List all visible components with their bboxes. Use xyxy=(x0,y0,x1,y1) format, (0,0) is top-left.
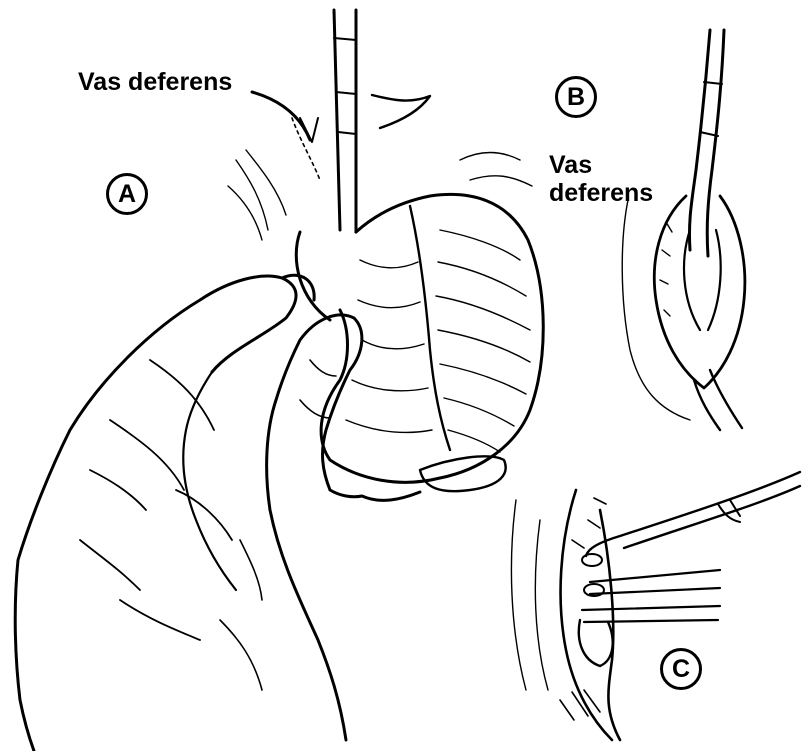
panel-a-figure xyxy=(15,10,543,751)
panel-b-letter: B xyxy=(566,82,586,111)
panel-c-figure xyxy=(511,472,800,740)
vas-deferens-label-b: Vas deferens xyxy=(549,151,654,208)
vas-deferens-tube-a xyxy=(334,10,356,232)
panel-a-badge: A xyxy=(106,173,148,215)
incision-c xyxy=(561,490,620,740)
hand-outline xyxy=(15,275,420,751)
panel-b-badge: B xyxy=(555,76,597,118)
forceps-upper xyxy=(586,472,800,556)
testis-lower xyxy=(420,456,506,491)
panel-c-badge: C xyxy=(660,648,702,690)
vas-deferens-label-a: Vas deferens xyxy=(78,68,233,96)
panel-a-letter: A xyxy=(117,179,137,208)
incision-b xyxy=(654,196,745,388)
forceps-lower xyxy=(582,570,720,622)
panel-c-letter: C xyxy=(671,654,691,683)
vas-pointer-arrow-a xyxy=(252,92,310,140)
panel-b-figure xyxy=(622,30,745,430)
scrotum-outline xyxy=(296,194,543,482)
vas-deferens-tube-b xyxy=(689,30,724,256)
